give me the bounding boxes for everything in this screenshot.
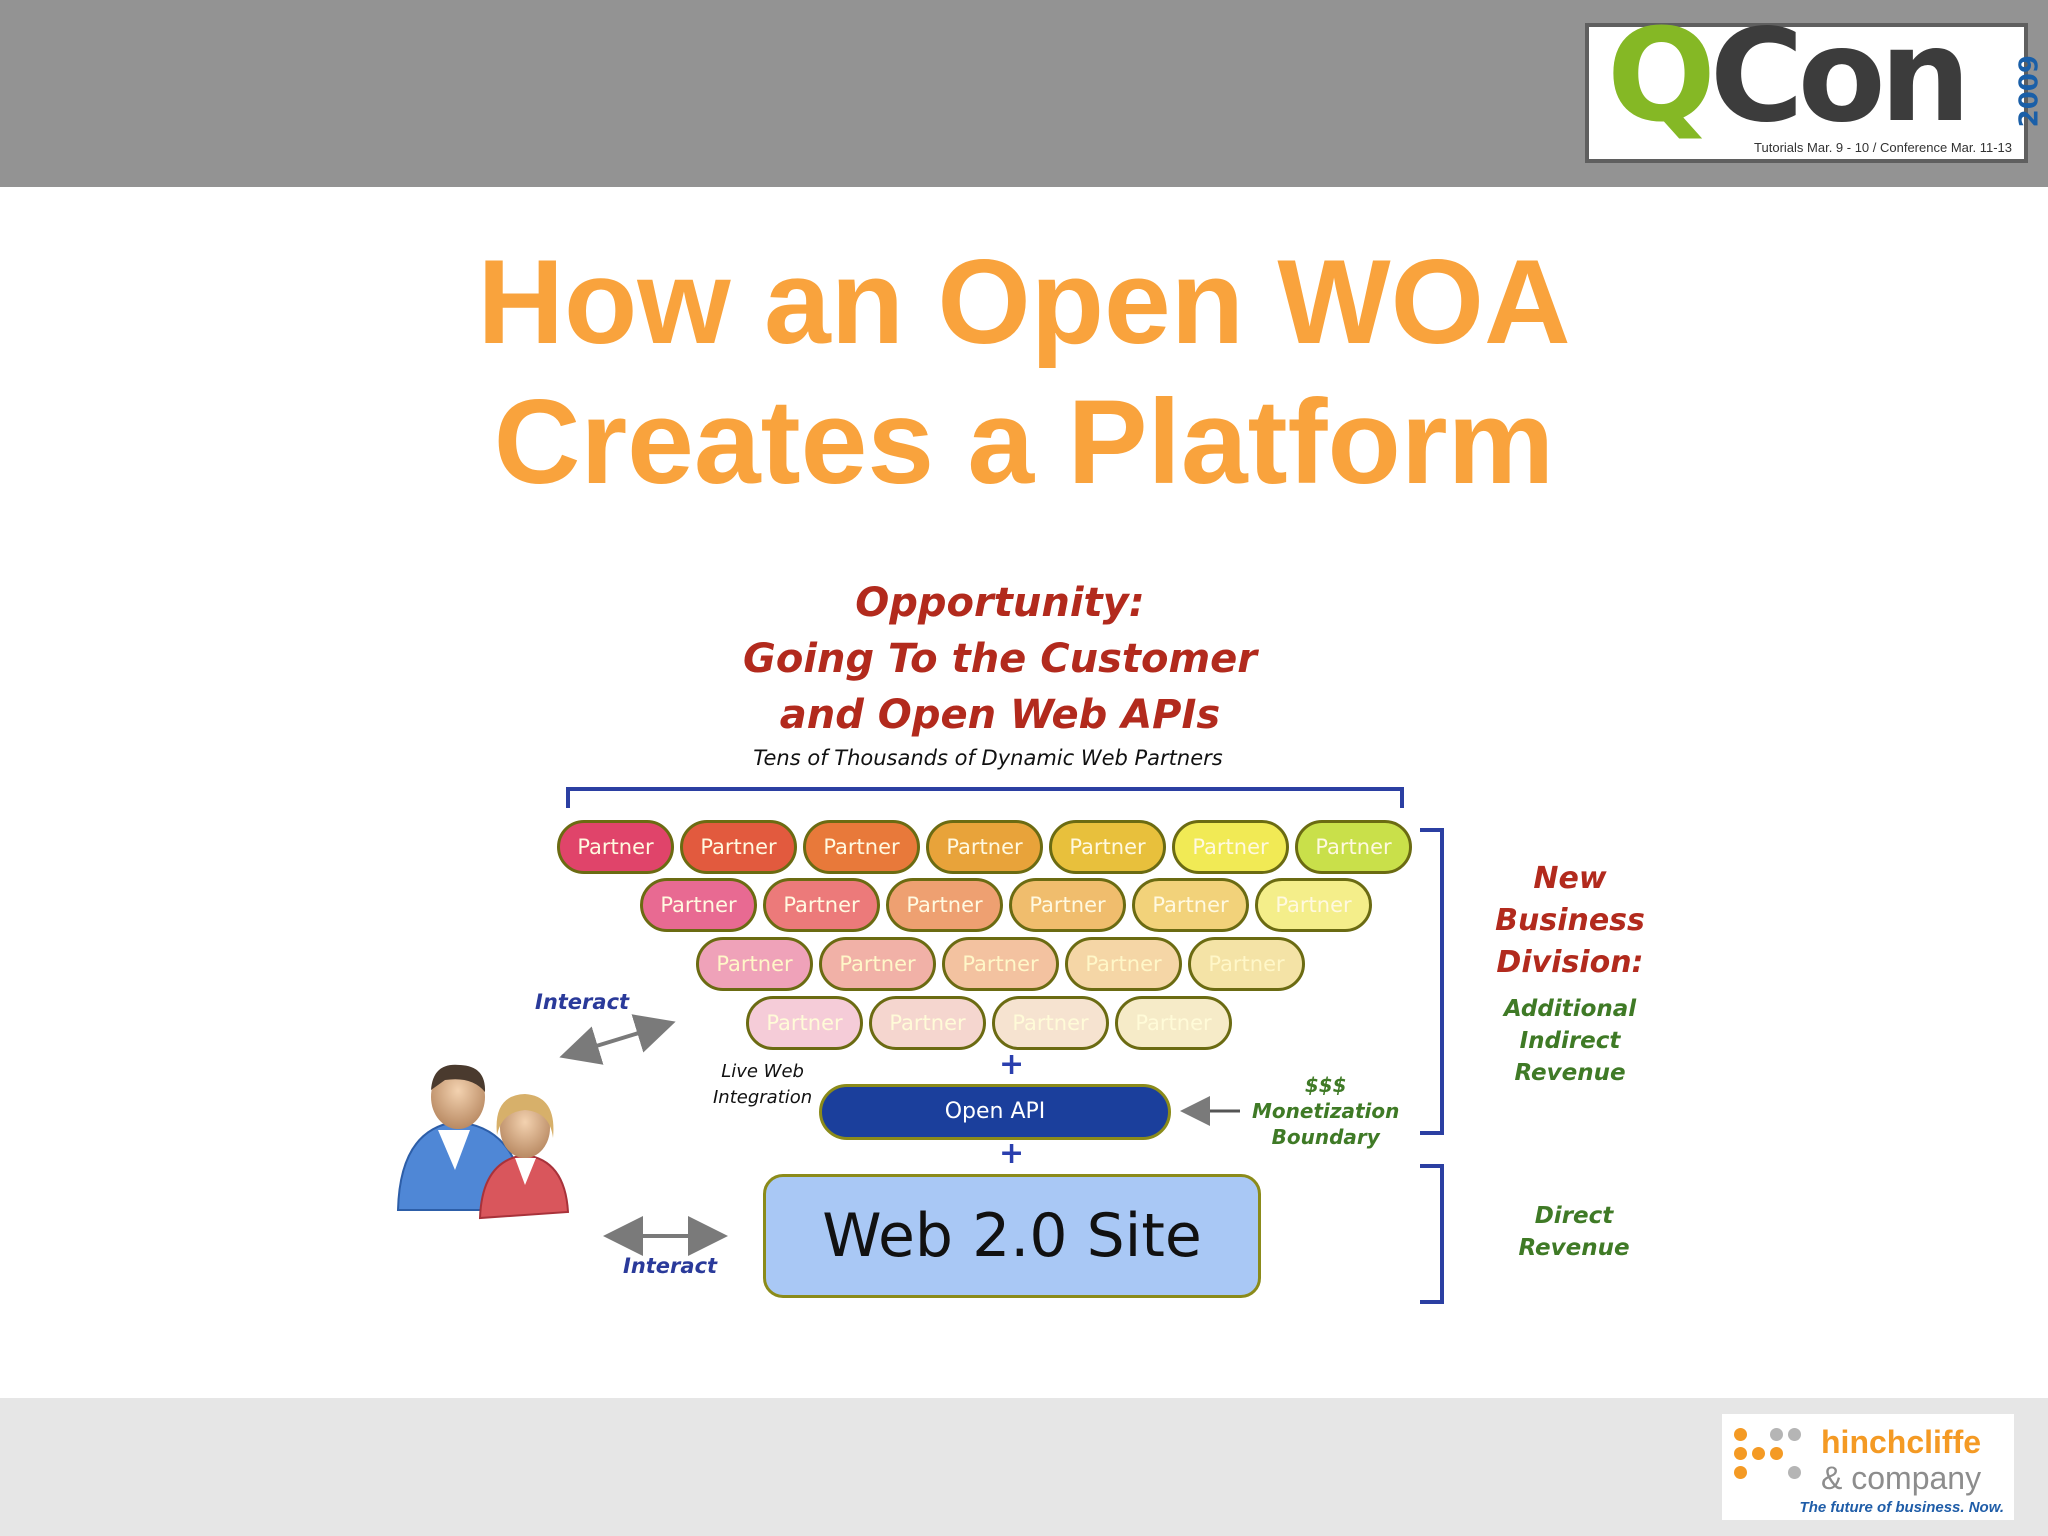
- partner-pill: Partner: [640, 878, 757, 932]
- partner-pill: Partner: [819, 937, 936, 991]
- qcon-logo: QCon 2009 Tutorials Mar. 9 - 10 / Confer…: [1585, 13, 2044, 163]
- new-business-division-label: New Business Division:: [1495, 861, 1645, 980]
- monetization-boundary-label: $$$ Monetization Boundary: [1252, 1073, 1400, 1149]
- open-api-box: Open API: [819, 1084, 1171, 1140]
- interact-top-arrow: [559, 1014, 676, 1065]
- partner-pill: Partner: [763, 878, 880, 932]
- company-tagline: The future of business. Now.: [1799, 1499, 2004, 1516]
- logo-dot: [1734, 1447, 1747, 1460]
- partner-pill: Partner: [942, 937, 1059, 991]
- direct-revenue-bracket: [1420, 1164, 1444, 1304]
- partner-pill: Partner: [557, 820, 674, 874]
- interact-top-label: Interact: [535, 990, 630, 1014]
- partner-pill: Partner: [696, 937, 813, 991]
- company-name: hinchcliffe & company: [1821, 1424, 1982, 1496]
- logo-dot: [1788, 1428, 1801, 1441]
- footer-bar: [0, 1398, 2048, 1536]
- partner-pill: Partner: [1132, 878, 1249, 932]
- partner-pill: Partner: [1172, 820, 1289, 874]
- interact-bottom-label: Interact: [623, 1254, 718, 1278]
- hinchcliffe-logo: hinchcliffe & company The future of busi…: [1722, 1414, 2014, 1520]
- partner-pill: Partner: [1255, 878, 1372, 932]
- partners-caption: Tens of Thousands of Dynamic Web Partner…: [753, 746, 1223, 770]
- plus-sign-upper: +: [999, 1047, 1025, 1082]
- slide-title-line2: Creates a Platform: [493, 375, 1555, 509]
- indirect-revenue-label: Additional Indirect Revenue: [1503, 996, 1637, 1086]
- partner-pill: Partner: [1049, 820, 1166, 874]
- direct-revenue-label: Direct Revenue: [1518, 1203, 1630, 1261]
- logo-dot: [1752, 1447, 1765, 1460]
- partner-pill: Partner: [1115, 996, 1232, 1050]
- partner-pill: Partner: [1188, 937, 1305, 991]
- live-web-integration-label: Live Web Integration: [713, 1061, 813, 1108]
- partners-top-bracket: [566, 787, 1404, 808]
- logo-dot: [1734, 1428, 1747, 1441]
- logo-dot: [1770, 1447, 1783, 1460]
- qcon-wordmark: QCon: [1607, 2, 1971, 151]
- opportunity-line2: Going To the Customer: [742, 636, 1258, 682]
- partner-pill: Partner: [680, 820, 797, 874]
- web-2-0-site-box: Web 2.0 Site: [763, 1174, 1261, 1298]
- plus-sign-lower: +: [999, 1136, 1025, 1171]
- partner-pill: Partner: [1295, 820, 1412, 874]
- partner-pill: Partner: [992, 996, 1109, 1050]
- qcon-dates: Tutorials Mar. 9 - 10 / Conference Mar. …: [1754, 140, 2012, 155]
- slide-title-line1: How an Open WOA: [477, 235, 1571, 369]
- new-business-bracket: [1420, 828, 1444, 1135]
- logo-dot: [1734, 1466, 1747, 1479]
- partner-pill: Partner: [926, 820, 1043, 874]
- partner-pill: Partner: [746, 996, 863, 1050]
- partner-pill: Partner: [803, 820, 920, 874]
- opportunity-line3: and Open Web APIs: [779, 692, 1221, 738]
- partner-pill: Partner: [1065, 937, 1182, 991]
- partner-pill: Partner: [1009, 878, 1126, 932]
- logo-dot: [1770, 1428, 1783, 1441]
- partner-pill: Partner: [886, 878, 1003, 932]
- partner-pill: Partner: [869, 996, 986, 1050]
- opportunity-heading: Opportunity:: [855, 580, 1145, 626]
- users-icon: [396, 1064, 570, 1220]
- logo-dot: [1788, 1466, 1801, 1479]
